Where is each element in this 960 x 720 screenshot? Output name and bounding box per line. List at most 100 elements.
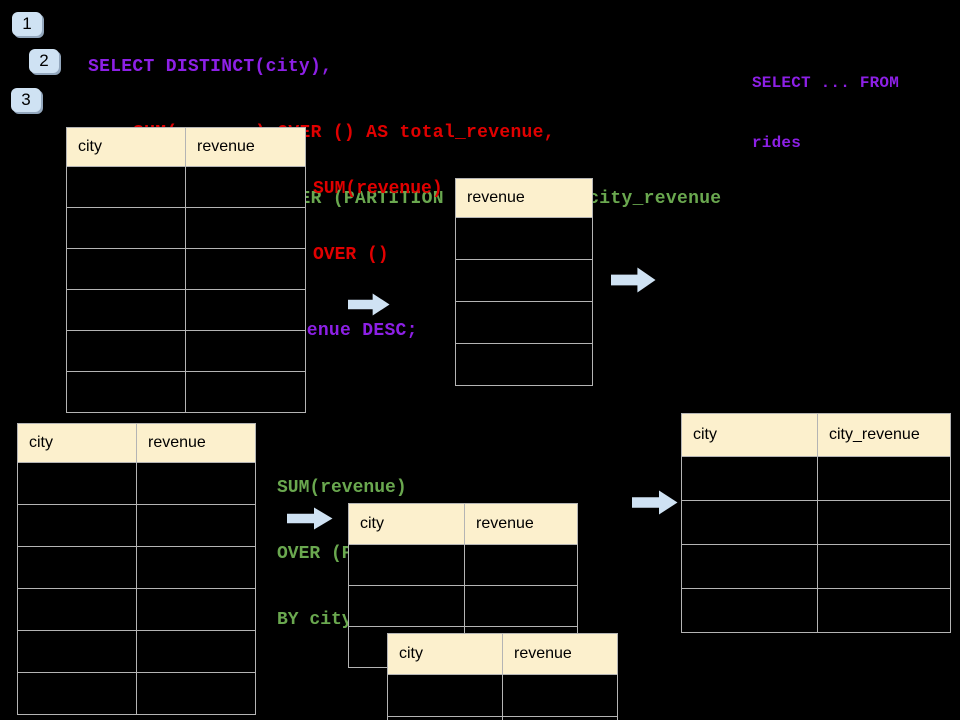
column-header-city: city [17, 423, 137, 463]
annotation-partition-line-1: SUM(revenue) [277, 478, 407, 498]
table-row [17, 546, 256, 589]
empty-cell [17, 462, 137, 505]
empty-cell [66, 248, 186, 290]
empty-cell [455, 343, 593, 386]
empty-cell [464, 585, 578, 627]
table-row [348, 544, 578, 586]
step-badge-1: 1 [12, 12, 42, 36]
table-row [17, 672, 256, 715]
table-row [455, 259, 593, 302]
empty-cell [185, 330, 306, 372]
empty-cell [348, 544, 465, 586]
side-note-select-from-rides: SELECT ... FROM rides [752, 33, 899, 193]
table-row [66, 289, 306, 331]
empty-cell [817, 544, 951, 589]
empty-cell [502, 674, 618, 717]
empty-cell [185, 371, 306, 413]
column-header-revenue: revenue [502, 633, 618, 675]
table-row [66, 166, 306, 208]
side-note-line-2: rides [752, 134, 802, 152]
empty-cell [66, 289, 186, 331]
table-row [17, 588, 256, 631]
column-header-revenue: revenue [464, 503, 578, 545]
table-row [681, 456, 951, 501]
empty-cell [17, 672, 137, 715]
flow-arrow-right-icon [287, 507, 333, 530]
empty-cell [681, 456, 818, 501]
empty-cell [17, 630, 137, 673]
table-row [66, 248, 306, 290]
table-total-revenue-result: revenue [455, 178, 593, 386]
column-header-revenue: revenue [455, 178, 593, 218]
annotation-total-line-2: OVER () [313, 245, 389, 265]
column-header-city: city [66, 127, 186, 167]
empty-cell [348, 585, 465, 627]
step-badge-3: 3 [11, 88, 41, 112]
sql-line-select: SELECT DISTINCT(city), [88, 57, 333, 77]
empty-cell [817, 588, 951, 633]
empty-cell [66, 330, 186, 372]
table-row [681, 500, 951, 545]
side-note-line-1: SELECT ... FROM [752, 74, 900, 92]
table-row [455, 343, 593, 386]
annotation-total-revenue: SUM(revenue) OVER () [313, 134, 443, 310]
empty-cell [66, 371, 186, 413]
empty-cell [17, 588, 137, 631]
empty-cell [464, 544, 578, 586]
table-row [387, 716, 618, 720]
table-row [681, 544, 951, 589]
empty-cell [455, 217, 593, 260]
empty-cell [185, 289, 306, 331]
header-row: revenue [455, 178, 593, 218]
table-row [17, 504, 256, 547]
flow-arrow-right-icon [611, 267, 656, 293]
empty-cell [66, 207, 186, 249]
empty-cell [136, 630, 256, 673]
table-row [66, 371, 306, 413]
empty-cell [136, 546, 256, 589]
empty-cell [681, 588, 818, 633]
empty-cell [681, 500, 818, 545]
empty-cell [387, 716, 503, 720]
table-row [66, 207, 306, 249]
annotation-total-line-1: SUM(revenue) [313, 179, 443, 199]
flow-arrow-right-icon [632, 490, 678, 515]
empty-cell [185, 166, 306, 208]
empty-cell [136, 462, 256, 505]
empty-cell [387, 674, 503, 717]
column-header-city_revenue: city_revenue [817, 413, 951, 457]
empty-cell [136, 672, 256, 715]
table-row [387, 674, 618, 717]
column-header-revenue: revenue [136, 423, 256, 463]
column-header-revenue: revenue [185, 127, 306, 167]
empty-cell [681, 544, 818, 589]
empty-cell [66, 166, 186, 208]
empty-cell [17, 546, 137, 589]
empty-cell [817, 500, 951, 545]
table-row [455, 217, 593, 260]
column-header-city: city [387, 633, 503, 675]
empty-cell [136, 588, 256, 631]
empty-cell [185, 207, 306, 249]
empty-cell [502, 716, 618, 720]
empty-cell [455, 301, 593, 344]
table-row [66, 330, 306, 372]
table-row [17, 462, 256, 505]
column-header-city: city [681, 413, 818, 457]
table-row [348, 585, 578, 627]
empty-cell [817, 456, 951, 501]
table-row [681, 588, 951, 633]
flow-arrow-right-icon [348, 293, 390, 316]
empty-cell [136, 504, 256, 547]
table-row [17, 630, 256, 673]
table-row [455, 301, 593, 344]
